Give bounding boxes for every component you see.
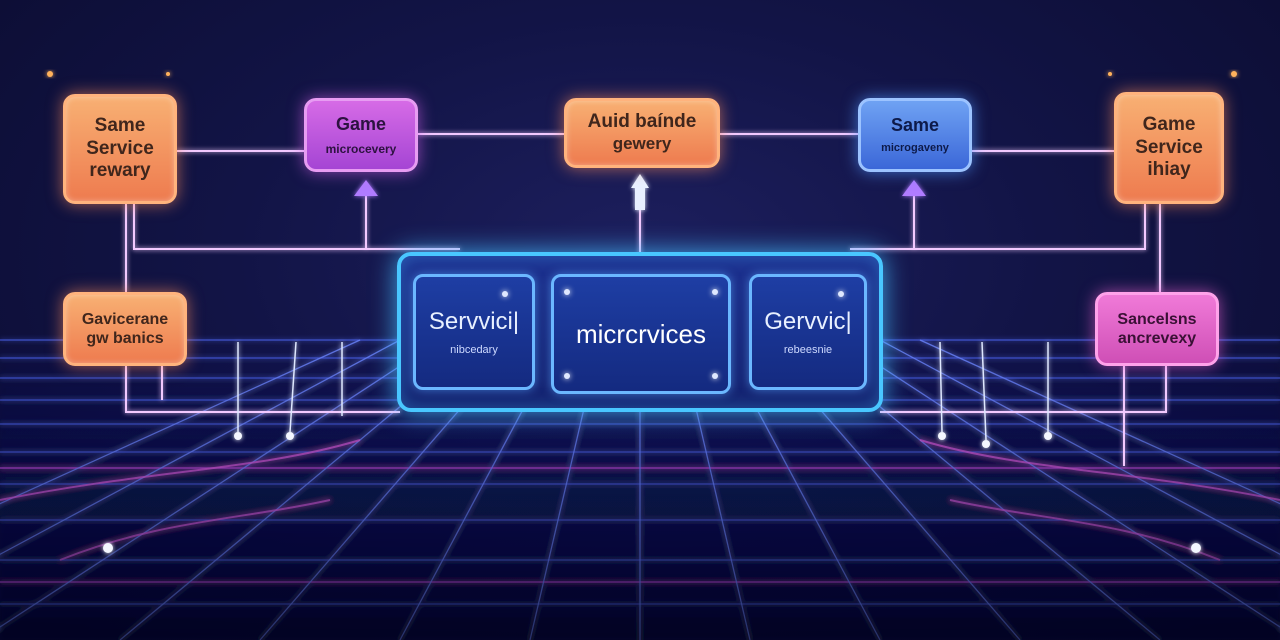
corner-dot-icon: [712, 373, 718, 379]
service-node-top-right-center[interactable]: Same microgaveny: [858, 98, 972, 172]
signal-pins: [237, 341, 1049, 441]
node-label-line: ancrevexy: [1117, 330, 1197, 347]
service-node-top-left[interactable]: Same Service rewary: [63, 94, 177, 204]
microservices-panel: Servvici| nibcedary micrcrvices Gervvic|…: [397, 252, 883, 412]
service-card-title: micrcrvices: [576, 318, 706, 349]
connector-lines: [125, 133, 1167, 466]
node-label-line: Service: [1135, 136, 1203, 158]
node-label-line: rewary: [89, 160, 151, 182]
node-label-line: gewery: [612, 134, 672, 154]
status-dot-icon: [838, 291, 844, 297]
node-label-line: Game: [335, 114, 387, 134]
service-card-subtitle: nibcedary: [450, 344, 498, 356]
up-arrow-icon: [631, 174, 649, 188]
service-card-title: Servvici|: [428, 308, 520, 335]
service-card-center[interactable]: micrcrvices: [551, 274, 731, 394]
up-arrow-icon: [902, 180, 926, 196]
arrow-markers: [354, 174, 926, 210]
service-node-top-left-center[interactable]: Game microcevery: [304, 98, 418, 172]
corner-dot-icon: [564, 373, 570, 379]
node-label-line: Service: [86, 137, 154, 159]
service-node-side-left[interactable]: Gavicerane gw banics: [63, 292, 187, 366]
node-label-line: gw banics: [86, 330, 164, 347]
node-label-line: ihiay: [1147, 159, 1191, 181]
service-card-right[interactable]: Gervvic| rebeesnie: [749, 274, 867, 390]
node-label-line: Gavicerane: [81, 310, 169, 328]
service-card-subtitle: rebeesnie: [783, 344, 833, 356]
node-label-line: Sancelsns: [1117, 310, 1197, 328]
status-dot-icon: [502, 291, 508, 297]
service-card-title: Gervvic|: [764, 308, 852, 335]
service-node-top-center[interactable]: Auid baínde gewery: [564, 98, 720, 168]
service-node-side-right[interactable]: Sancelsns ancrevexy: [1095, 292, 1219, 366]
node-label-line: Same: [890, 114, 940, 135]
sparkle-decorations: [47, 71, 1237, 77]
service-card-left[interactable]: Servvici| nibcedary: [413, 274, 535, 390]
node-label-line: Auid baínde: [587, 111, 697, 133]
service-node-top-right[interactable]: Game Service ihiay: [1114, 92, 1224, 204]
corner-dot-icon: [564, 289, 570, 295]
node-label-line: Same: [94, 114, 146, 136]
node-label-line: Game: [1142, 113, 1196, 135]
node-label-line: microcevery: [325, 141, 397, 156]
corner-dot-icon: [712, 289, 718, 295]
up-arrow-icon: [354, 180, 378, 196]
node-label-line: microgaveny: [881, 142, 949, 155]
